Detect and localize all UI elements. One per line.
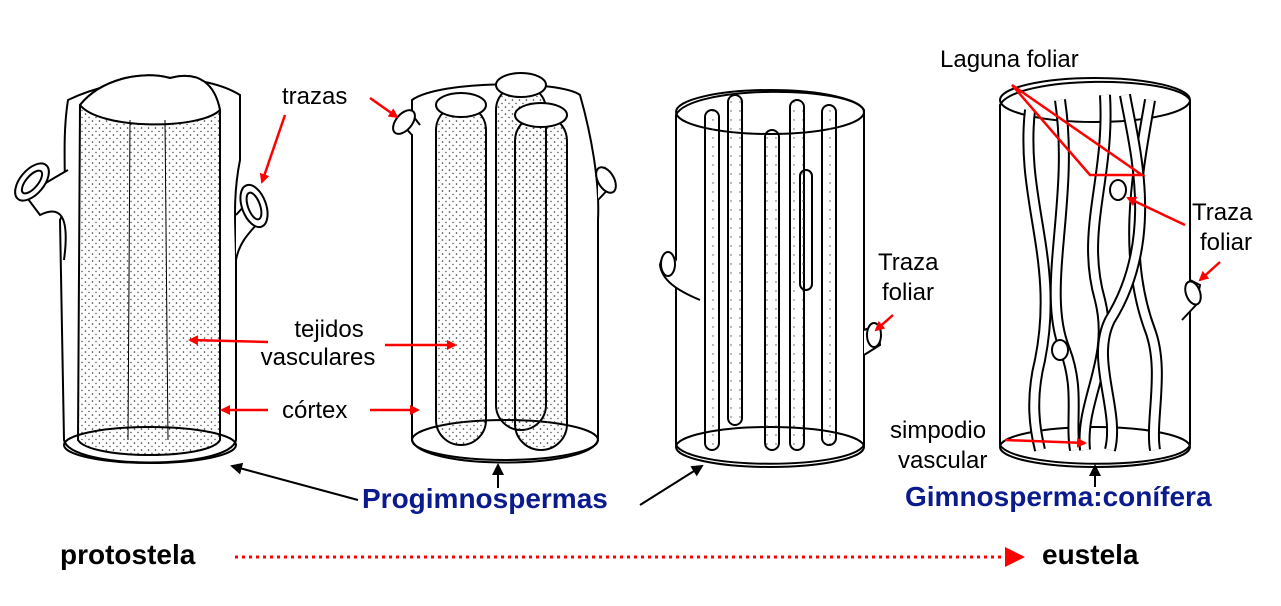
label-vascular: vascular bbox=[898, 448, 987, 474]
protostele-stem bbox=[9, 75, 273, 463]
label-simpodio: simpodio bbox=[890, 418, 986, 444]
label-tejidos: tejidos bbox=[270, 317, 388, 343]
label-trazas: trazas bbox=[282, 84, 347, 110]
progression-arrowhead bbox=[1005, 547, 1025, 567]
label-traza-foliar-2a: Traza bbox=[1192, 200, 1252, 226]
progymnosperm-eustele-stem bbox=[660, 90, 881, 467]
label-traza-foliar-1b: foliar bbox=[882, 280, 934, 306]
arrow-trazas-right bbox=[262, 115, 285, 182]
arrow-traza-foliar-1 bbox=[876, 315, 893, 330]
arrow-prog-to-stem3 bbox=[640, 466, 702, 505]
label-cortex: córtex bbox=[282, 398, 347, 424]
label-progimnospermas: Progimnospermas bbox=[362, 486, 608, 512]
arrow-trazas-left bbox=[370, 98, 397, 117]
label-gimnosperma-conifera: Gimnosperma:conífera bbox=[905, 484, 1212, 510]
label-laguna-foliar: Laguna foliar bbox=[940, 47, 1079, 73]
label-traza-foliar-2b: foliar bbox=[1200, 230, 1252, 256]
arrow-prog-to-stem1 bbox=[232, 466, 358, 500]
conifer-stem bbox=[1000, 78, 1204, 467]
arrow-traza-foliar-2 bbox=[1200, 262, 1220, 280]
label-traza-foliar-1a: Traza bbox=[878, 250, 938, 276]
label-eustela: eustela bbox=[1042, 542, 1139, 568]
label-protostela: protostela bbox=[60, 542, 195, 568]
progymnosperm-stem bbox=[389, 73, 620, 463]
label-vasculares: vasculares bbox=[248, 345, 388, 371]
